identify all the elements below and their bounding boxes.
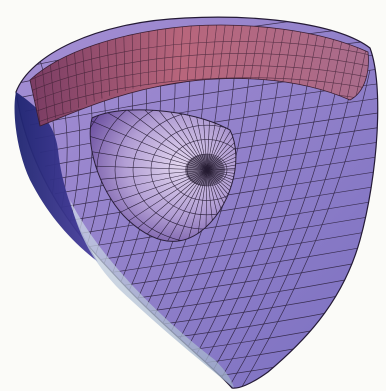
mesh-ray	[165, 169, 208, 242]
mesh-ray	[90, 164, 208, 171]
mesh-ray	[206, 109, 236, 171]
inner-lobe-mesh	[90, 109, 236, 242]
mesh-line	[241, 25, 252, 85]
mesh-line	[202, 25, 209, 81]
mesh-line	[264, 25, 277, 91]
top-rim	[29, 24, 369, 127]
mesh-ray	[206, 109, 236, 171]
mesh-line	[194, 25, 201, 81]
lower-edge-highlight	[70, 200, 234, 388]
mesh-line	[185, 67, 281, 352]
mesh-line	[186, 25, 192, 81]
mesh-ray	[90, 109, 208, 171]
mesh-ray	[206, 169, 236, 242]
mesh-ray	[206, 122, 236, 171]
mesh-line	[163, 25, 167, 83]
mesh-ring	[186, 153, 228, 187]
mesh-line	[248, 25, 260, 87]
mesh-ray	[206, 109, 236, 171]
mesh-ring	[150, 124, 236, 216]
mesh-ray	[97, 169, 208, 242]
mesh-ray	[206, 169, 236, 242]
mesh-ray	[206, 169, 236, 228]
mesh-ray	[129, 169, 208, 242]
mesh-ray	[146, 169, 208, 242]
mesh-ray	[112, 169, 208, 242]
mesh-ray	[206, 169, 236, 242]
mesh-ray	[90, 169, 208, 242]
mesh-ray	[206, 169, 236, 242]
mesh-line	[171, 25, 175, 82]
mesh-ray	[139, 109, 208, 171]
mesh-ray	[206, 109, 236, 171]
mesh-ray	[206, 169, 236, 190]
mesh-ray	[206, 109, 236, 171]
mesh-ray	[90, 169, 208, 241]
mesh-ray	[206, 109, 236, 171]
mesh-line	[210, 25, 218, 81]
mesh-line	[179, 25, 184, 81]
left-edge	[14, 92, 99, 262]
mesh-ray	[106, 109, 208, 171]
mesh-line	[225, 25, 235, 83]
mesh-ray	[121, 109, 208, 171]
mesh-line	[84, 228, 378, 277]
mesh-ray	[206, 109, 236, 171]
mesh-ring	[114, 109, 236, 242]
inner-lobe	[89, 109, 237, 242]
mesh-ray	[206, 109, 236, 171]
mesh-ray	[90, 109, 208, 171]
mesh-line	[74, 199, 378, 250]
mesh-line	[69, 184, 378, 236]
mesh-line	[230, 69, 356, 384]
mesh-ring	[132, 110, 236, 230]
mesh-ray	[206, 169, 236, 242]
mesh-line	[221, 69, 341, 378]
mesh-line	[203, 68, 311, 365]
mesh-ray	[206, 109, 236, 171]
mesh-ray	[184, 169, 208, 242]
mesh-ray	[203, 169, 208, 242]
mesh-line	[79, 213, 378, 263]
mesh-ray	[206, 169, 225, 242]
top-rim-mesh	[30, 25, 369, 126]
mesh-line	[30, 53, 369, 92]
mesh-ray	[206, 169, 236, 242]
mesh-ray	[206, 169, 236, 242]
mesh-ray	[157, 109, 208, 171]
mesh-ray	[206, 169, 236, 242]
mesh-line	[217, 25, 226, 82]
mesh-ray	[90, 169, 208, 204]
mesh-line	[148, 25, 150, 85]
mesh-ray	[90, 169, 208, 223]
mesh-ray	[206, 109, 216, 171]
mesh-line	[30, 65, 369, 103]
mesh-ray	[206, 141, 236, 171]
mesh-line	[239, 69, 371, 389]
vertex-shadow	[185, 154, 225, 186]
mesh-line	[212, 68, 326, 372]
mesh-line	[30, 41, 369, 81]
mesh-line	[176, 66, 266, 346]
mesh-ray	[206, 169, 236, 209]
mesh-ray	[90, 144, 208, 171]
mesh-ray	[206, 161, 236, 171]
mesh-ring	[168, 139, 236, 201]
mesh-line	[155, 25, 158, 84]
mesh-ray	[90, 169, 208, 242]
mesh-ray	[90, 109, 208, 171]
mesh-line	[194, 67, 296, 359]
mesh-line	[233, 25, 243, 84]
mesh-line	[30, 77, 369, 115]
mesh-ray	[91, 109, 208, 171]
mesh-ray	[195, 109, 208, 171]
mesh-ray	[90, 169, 208, 185]
mesh-ray	[90, 125, 208, 171]
mesh-ray	[176, 109, 208, 171]
